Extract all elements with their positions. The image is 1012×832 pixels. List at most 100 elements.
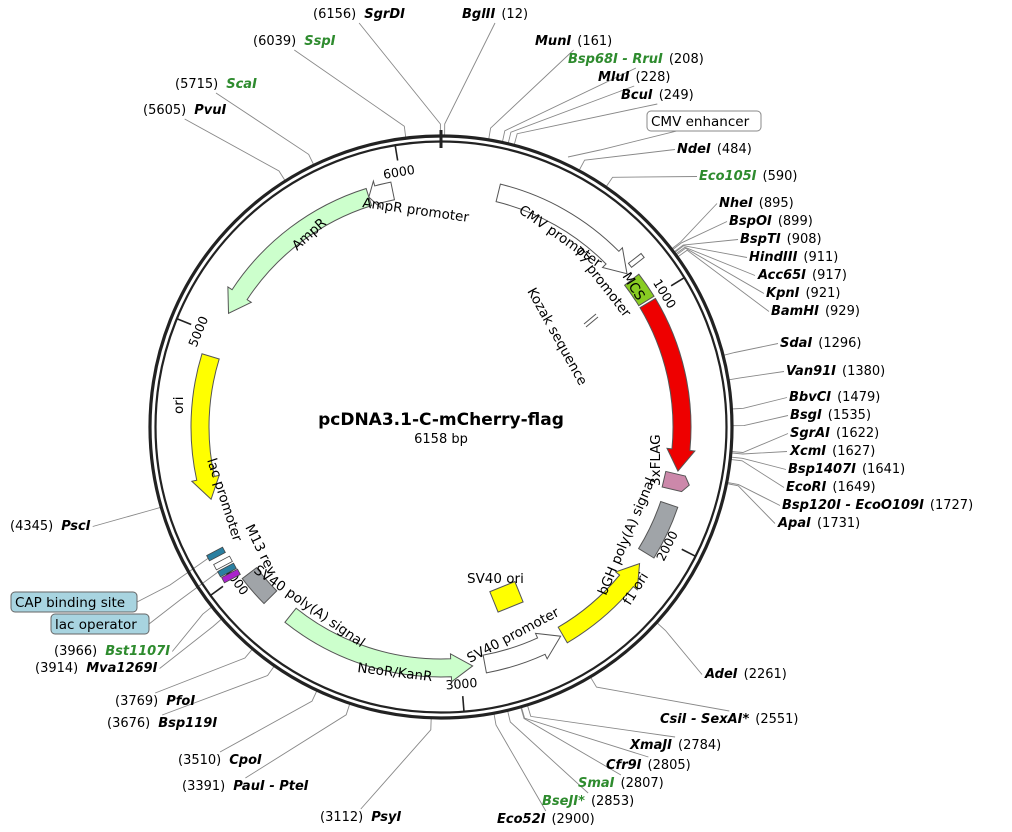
label-cap: CAP binding site [15, 595, 125, 611]
enzyme-name: BbvCI [789, 390, 831, 405]
enzyme-name: PscI [61, 519, 91, 534]
enzyme-label: (3676)Bsp119I [107, 716, 217, 731]
enzyme-position: (3966) [54, 644, 97, 659]
enzyme-name: SdaI [780, 336, 812, 351]
enzyme-label: (3510) CpoI [178, 753, 262, 768]
enzyme-label: SgrAI(1622) [790, 426, 879, 441]
enzyme-leader [605, 176, 698, 188]
enzyme-name: XmaJI [629, 738, 672, 753]
enzyme-label: (5715) ScaI [175, 77, 257, 92]
enzyme-label: SmaI(2807) [578, 776, 664, 791]
enzyme-label: NdeI(484) [677, 142, 752, 157]
enzyme-position: (3391) [182, 779, 225, 794]
enzyme-position: (1731) [817, 516, 860, 531]
enzyme-name: BseJI* [542, 794, 585, 809]
enzyme-leader [245, 703, 351, 779]
enzyme-position: (2784) [678, 738, 721, 753]
enzyme-name: ApaI [777, 516, 811, 531]
enzyme-name: BglII [462, 7, 496, 22]
enzyme-label: Bsp68I - RruI(208) [568, 52, 704, 67]
enzyme-position: (929) [825, 304, 860, 319]
enzyme-label: (5605) PvuI [143, 103, 226, 118]
plasmid-name: pcDNA3.1-C-mCherry-flag [318, 410, 564, 430]
enzyme-leader [493, 713, 547, 812]
enzyme-label: BamHI(929) [771, 304, 860, 319]
enzyme-leader-lines [92, 22, 789, 812]
enzyme-leader [162, 665, 275, 716]
tick-mark [681, 548, 696, 557]
enzyme-name: SspI [304, 34, 335, 49]
enzyme-name: CsiI - SexAI* [660, 712, 749, 727]
label-ampr-promoter: AmpR promoter [361, 195, 470, 226]
label-lac-operator: lac operator [55, 617, 137, 633]
enzyme-position: (6156) [313, 7, 356, 22]
enzyme-position: (1727) [930, 498, 973, 513]
enzyme-leader [674, 246, 756, 276]
enzyme-name: ScaI [226, 77, 257, 92]
enzyme-leader [671, 221, 728, 251]
enzyme-label: MunI(161) [535, 34, 612, 49]
feature-sv40-polya [241, 566, 278, 605]
enzyme-position: (1535) [828, 408, 871, 423]
enzyme-leader [171, 606, 213, 652]
enzyme-leader [656, 622, 703, 675]
feature-neor [284, 607, 474, 683]
enzyme-name: PvuI [194, 103, 226, 118]
feature-m13rev [221, 568, 241, 584]
enzyme-name: Bsp68I - RruI [568, 52, 663, 67]
enzyme-position: (2551) [755, 712, 798, 727]
enzyme-position: (484) [717, 142, 752, 157]
enzyme-name: CpoI [229, 753, 262, 768]
enzyme-label: (3112)PsyI [320, 810, 402, 825]
enzyme-position: (1641) [862, 462, 905, 477]
enzyme-position: (2900) [551, 812, 594, 827]
enzyme-label: BspTI(908) [740, 232, 822, 247]
enzyme-position: (3112) [320, 810, 363, 825]
enzyme-label: Eco52I(2900) [497, 812, 595, 827]
enzyme-position: (3914) [35, 661, 78, 676]
enzyme-leader [730, 456, 787, 470]
label-lac-promoter: lac promoter [203, 456, 245, 544]
enzyme-label: (6156) SgrDI [313, 7, 405, 22]
label-ori: ori [171, 396, 187, 414]
enzyme-leader [722, 343, 779, 356]
feature-t7-promoter [627, 252, 645, 268]
enzyme-leader [731, 415, 789, 427]
enzyme-name: BspOI [729, 214, 772, 229]
enzyme-label: (4345)PscI [10, 519, 91, 534]
enzyme-position: (1627) [832, 444, 875, 459]
enzyme-position: (5715) [175, 77, 218, 92]
label-sv40-ori: SV40 ori [467, 571, 524, 587]
enzyme-label: AdeI(2261) [704, 667, 787, 682]
enzyme-position: (3510) [178, 753, 221, 768]
enzyme-label: Acc65I(917) [757, 268, 847, 283]
enzyme-name: Acc65I [757, 268, 806, 283]
enzyme-leader [155, 648, 253, 694]
enzyme-leader [673, 245, 748, 258]
enzyme-leader [488, 49, 574, 140]
feature-sv40-promoter [482, 632, 562, 674]
enzyme-label: Van91I(1380) [786, 364, 885, 379]
enzyme-position: (5605) [143, 103, 186, 118]
enzyme-leader [358, 22, 441, 136]
tick-mark [670, 277, 685, 287]
enzyme-label: (3769)PfoI [115, 694, 195, 709]
tick-label: 3000 [445, 675, 478, 693]
plasmid-size: 6158 bp [414, 432, 468, 447]
enzyme-leader [677, 249, 770, 312]
enzyme-name: Mva1269I [86, 661, 157, 676]
enzyme-leader [219, 690, 318, 753]
lac-operator-leader [148, 571, 219, 625]
enzyme-label: BseJI*(2853) [542, 794, 634, 809]
enzyme-name: Cfr9I [606, 758, 642, 773]
enzyme-label: Bsp120I - EcoO109I(1727) [782, 498, 973, 513]
enzyme-name: SgrDI [364, 7, 405, 22]
enzyme-name: PfoI [166, 694, 195, 709]
enzyme-position: (2261) [744, 667, 787, 682]
feature-lac-operator [217, 562, 237, 578]
feature-sv40-ori [489, 580, 524, 613]
enzyme-name: SgrAI [790, 426, 830, 441]
enzyme-leader [360, 717, 432, 810]
enzyme-leader [675, 247, 765, 294]
